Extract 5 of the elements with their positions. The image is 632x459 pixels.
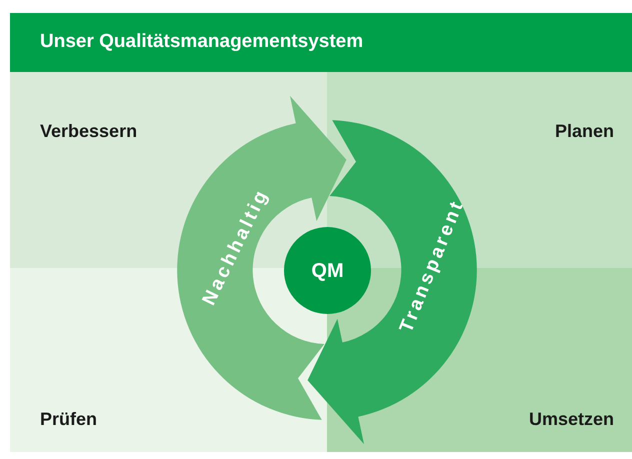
title-banner: Unser Qualitätsmanagementsystem [10,13,632,72]
quadrant-label: Verbessern [40,120,138,143]
quadrant-label: Planen [554,120,614,143]
quadrant-label: Prüfen [40,408,98,431]
quadrant-label: Umsetzen [528,408,614,431]
